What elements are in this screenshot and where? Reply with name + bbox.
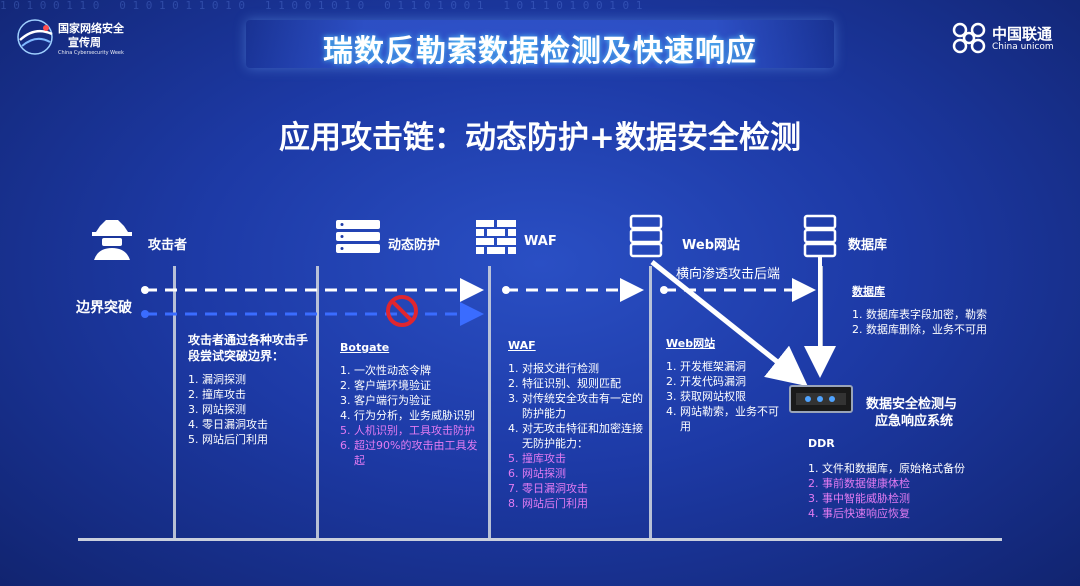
cybersecurity-week-logo: 国家网络安全 宣传周 China Cybersecurity Week: [14, 16, 124, 66]
botgate-column: Botgate 1. 一次性动态令牌 2. 客户端环境验证 3. 客户端行为验证 4.…: [340, 340, 480, 468]
attacker-item: 3. 网站探测: [188, 403, 246, 416]
waf-item: 5. 撞库攻击: [508, 452, 566, 465]
ddr-list: 1. 文件和数据库，原始格式备份 2. 事前数据健康体检 3. 事中智能威胁检测 4.…: [808, 461, 1008, 521]
lateral-label: 横向渗透攻击后端: [676, 267, 781, 282]
block-icon: [386, 295, 418, 327]
globe-icon: [17, 19, 53, 55]
waf-item: 8. 网站后门利用: [508, 497, 588, 510]
web-heading: Web网站: [666, 337, 716, 350]
database-server-icon: [803, 214, 837, 258]
attacker-column: 攻击者通过各种攻击手段尝试突破边界： 1. 漏洞探测 2. 撞库攻击 3. 网站探测…: [188, 332, 310, 447]
db-heading: 数据库: [852, 285, 885, 298]
ddr-item: 2. 事前数据健康体检: [808, 477, 910, 490]
web-item: 3. 获取网站权限: [666, 390, 746, 403]
botgate-list: 1. 一次性动态令牌 2. 客户端环境验证 3. 客户端行为验证 4. 行为分析，业务…: [340, 363, 480, 468]
ddr-heading: DDR: [808, 437, 835, 450]
ddr-system-label-2: 应急响应系统: [875, 414, 954, 429]
ddr-system-label-1: 数据安全检测与: [866, 397, 958, 412]
waf-item: 6. 网站探测: [508, 467, 566, 480]
node-waf: WAF: [524, 234, 557, 249]
title-banner: [246, 20, 834, 68]
attacker-list: 1. 漏洞探测 2. 撞库攻击 3. 网站探测 4. 零日漏洞攻击 5. 网站后门利用: [188, 372, 310, 447]
web-item: 4. 网站勒索，业务不可用: [666, 405, 779, 433]
page-title: 瑞数反勒索数据检测及快速响应: [323, 34, 757, 69]
divider-2: [316, 266, 319, 540]
firewall-server-icon: [336, 220, 380, 253]
node-web: Web网站: [682, 238, 740, 253]
waf-item: 2. 特征识别、规则匹配: [508, 377, 621, 390]
ddr-item: 3. 事中智能威胁检测: [808, 492, 910, 505]
db-list: 1. 数据库表字段加密，勒索 2. 数据库删除，业务不可用: [852, 307, 990, 337]
attacker-intro: 攻击者通过各种攻击手段尝试突破边界：: [188, 333, 309, 363]
ddr-appliance-icon: [789, 385, 853, 413]
botgate-heading: Botgate: [340, 341, 390, 354]
waf-heading: WAF: [508, 339, 536, 352]
divider-1: [173, 266, 176, 540]
ddr-item: 4. 事后快速响应恢复: [808, 507, 910, 520]
botgate-item: 2. 客户端环境验证: [340, 379, 431, 392]
botgate-item: 3. 客户端行为验证: [340, 394, 431, 407]
logo-text-line1: 国家网络安全: [58, 22, 124, 35]
web-server-icon: [629, 214, 663, 258]
attacker-item: 4. 零日漏洞攻击: [188, 418, 268, 431]
logo-text-line2: 宣传周: [68, 36, 101, 49]
lateral-arrow: [650, 260, 808, 387]
ddr-item: 1. 文件和数据库，原始格式备份: [808, 462, 965, 475]
web-item: 2. 开发代码漏洞: [666, 375, 746, 388]
ddr-column: DDR 1. 文件和数据库，原始格式备份 2. 事前数据健康体检 3. 事中智能威胁…: [808, 436, 1008, 521]
unicom-en: China unicom: [992, 42, 1054, 52]
botgate-item: 5. 人机识别，工具攻击防护: [340, 424, 475, 437]
attacker-item: 2. 撞库攻击: [188, 388, 246, 401]
waf-item: 3. 对传统安全攻击有一定的防护能力: [508, 392, 643, 420]
botgate-item: 1. 一次性动态令牌: [340, 364, 431, 377]
node-database: 数据库: [848, 238, 888, 253]
china-unicom-logo: 中国联通 China unicom: [950, 20, 1070, 60]
divider-3: [488, 266, 491, 540]
waf-item: 7. 零日漏洞攻击: [508, 482, 588, 495]
hacker-icon: [92, 220, 132, 260]
unicom-knot-icon: [952, 22, 986, 54]
node-dynamic-protection: 动态防护: [388, 238, 441, 253]
botgate-item: 6. 超过90%的攻击由工具发起: [340, 439, 478, 467]
bottom-rule: [78, 538, 1002, 541]
divider-4: [649, 266, 652, 540]
node-attacker: 攻击者: [148, 238, 188, 253]
page-subtitle: 应用攻击链：动态防护+数据安全检测: [279, 120, 801, 156]
web-column: Web网站 1. 开发框架漏洞 2. 开发代码漏洞 3. 获取网站权限 4. 网站勒索…: [666, 336, 786, 434]
unicom-cn: 中国联通: [992, 25, 1053, 43]
waf-item: 4. 对无攻击特征和加密连接无防护能力：: [508, 422, 643, 450]
logo-text-line3: China Cybersecurity Week: [58, 50, 124, 56]
web-list: 1. 开发框架漏洞 2. 开发代码漏洞 3. 获取网站权限 4. 网站勒索，业务不可用: [666, 359, 786, 434]
web-item: 1. 开发框架漏洞: [666, 360, 746, 373]
waf-column: WAF 1. 对报文进行检测 2. 特征识别、规则匹配 3. 对传统安全攻击有一定的…: [508, 338, 644, 511]
waf-brick-icon: [476, 220, 516, 254]
boundary-label: 边界突破: [76, 300, 132, 316]
db-item: 2. 数据库删除，业务不可用: [852, 323, 987, 336]
waf-item: 1. 对报文进行检测: [508, 362, 599, 375]
attacker-item: 5. 网站后门利用: [188, 433, 268, 446]
attacker-item: 1. 漏洞探测: [188, 373, 246, 386]
db-item: 1. 数据库表字段加密，勒索: [852, 308, 987, 321]
db-column: 数据库 1. 数据库表字段加密，勒索 2. 数据库删除，业务不可用: [852, 284, 990, 337]
binary-background: 1 0 1 0 0 1 1 0 0 1 0 1 0 1 1 0 1 0 1 1 …: [0, 0, 643, 12]
botgate-item: 4. 行为分析，业务威胁识别: [340, 409, 475, 422]
waf-list: 1. 对报文进行检测 2. 特征识别、规则匹配 3. 对传统安全攻击有一定的防护能力…: [508, 361, 644, 511]
